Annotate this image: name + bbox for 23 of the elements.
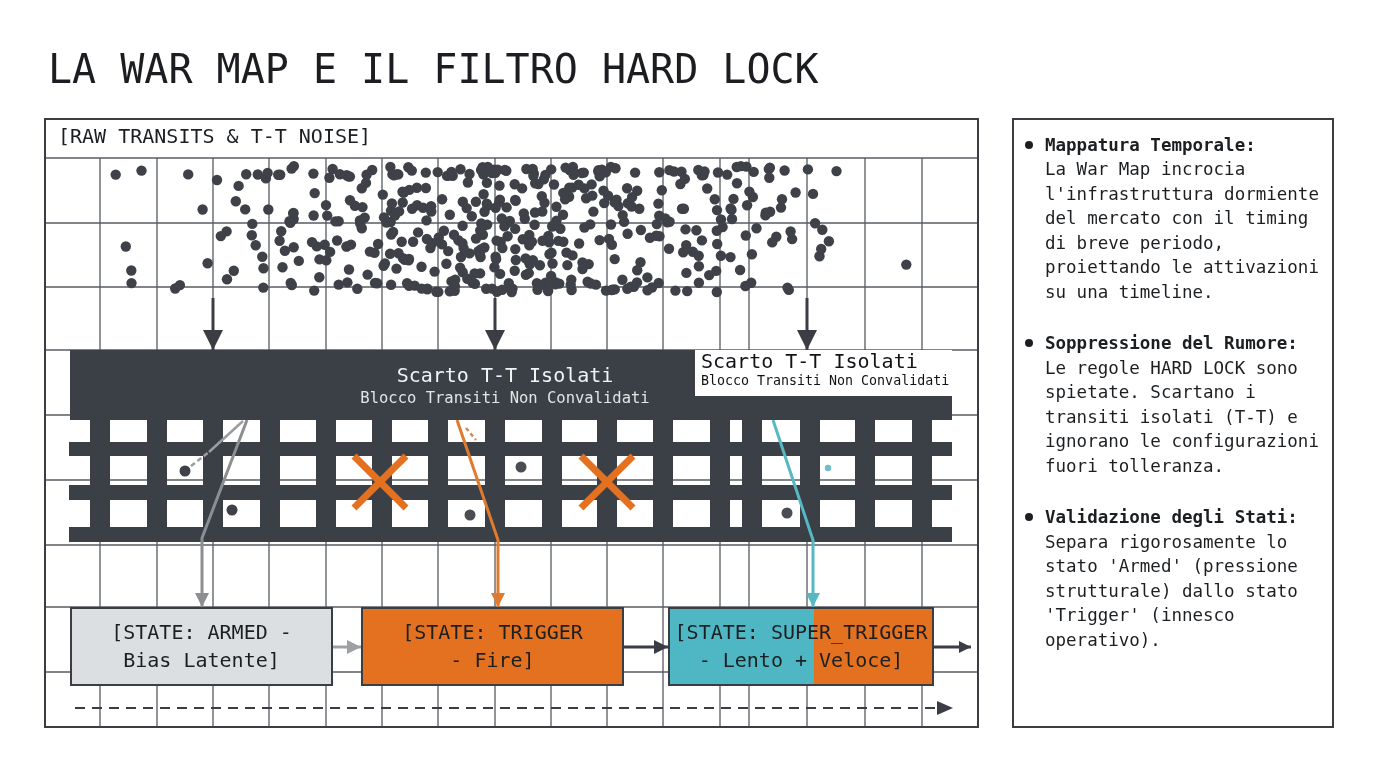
panel-heading: [RAW TRANSITS & T-T NOISE] — [58, 123, 372, 149]
page-title: LA WAR MAP E IL FILTRO HARD LOCK — [48, 45, 819, 93]
section-heading: Validazione degli Stati: — [1045, 506, 1298, 530]
arrow — [485, 298, 505, 350]
arrow — [797, 298, 817, 350]
callout-subtitle: Blocco Transiti Non Convalidati — [701, 372, 950, 390]
body-text: Le regole HARD LOCK sono spietate. Scartano i transiti isolati (T-T) e ignorano le configurazioni fuori tolleranza. — [1045, 356, 1320, 478]
arrow — [624, 640, 668, 654]
section-heading: Mappatura Temporale: — [1045, 133, 1256, 157]
section-heading: Soppressione del Rumore: — [1045, 332, 1298, 356]
body-text: La War Map incrocia l'infrastruttura dormiente del mercato con il timing di breve periodo, proiettando le attivazioni su una timeline. — [1045, 158, 1320, 304]
arrow — [934, 641, 971, 653]
label-panel — [695, 350, 952, 396]
state-box: [STATE: ARMED - Bias Latente] — [70, 607, 333, 686]
filter-subtitle: Blocco Transiti Non Convalidati — [360, 388, 650, 408]
arrow — [203, 298, 223, 350]
filter-title: Scarto T-T Isolati — [396, 362, 614, 388]
body-text: Separa rigorosamente lo stato 'Armed' (pressione strutturale) dallo stato 'Trigger' (innesco operativo). — [1045, 530, 1299, 652]
notes-panel — [1012, 118, 1334, 728]
filter-bar — [70, 350, 952, 420]
callout-title: Scarto T-T Isolati — [701, 350, 918, 372]
state-box: [STATE: TRIGGER - Fire] — [361, 607, 624, 686]
arrow — [333, 640, 361, 654]
